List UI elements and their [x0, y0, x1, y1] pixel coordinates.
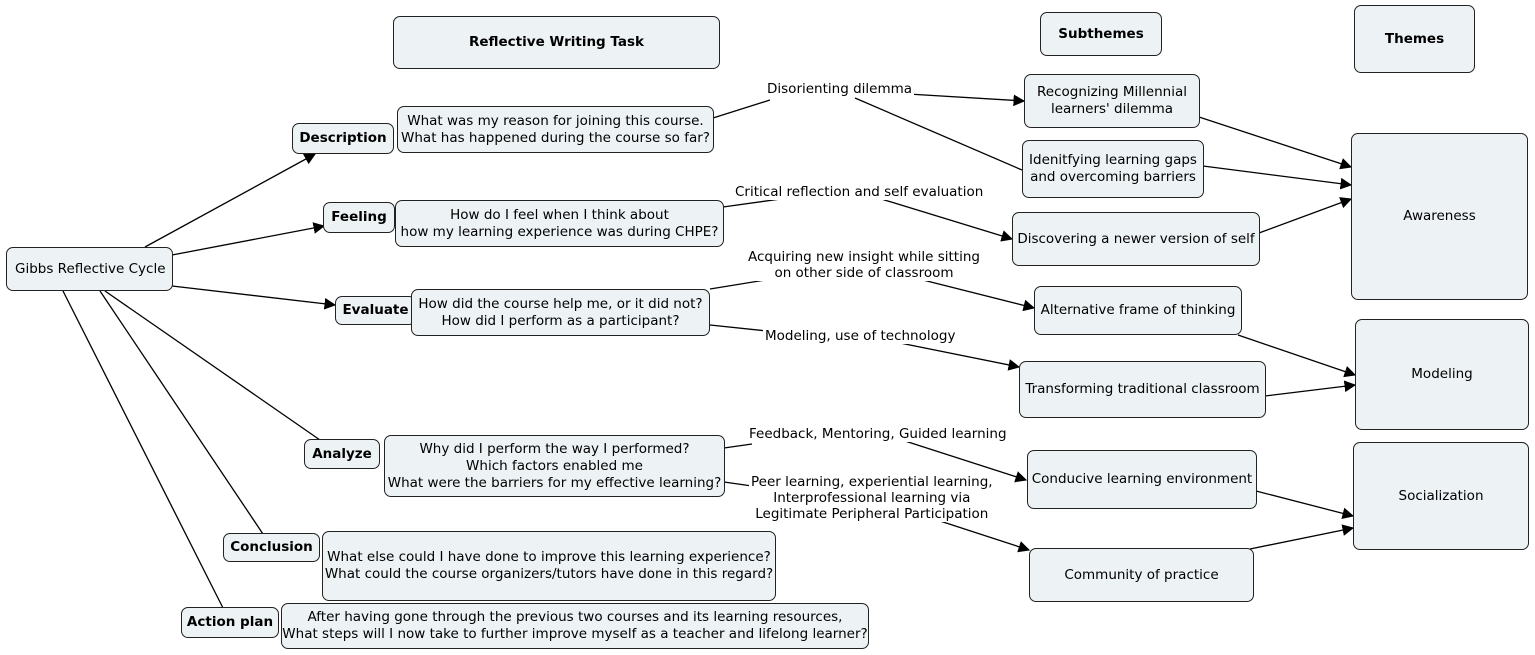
subtheme-newer-self: Discovering a newer version of self: [1012, 212, 1260, 266]
label-critical-reflection: Critical reflection and self evaluation: [733, 184, 986, 200]
edge-millennial-awareness: [1198, 116, 1353, 170]
edge-alt-modeling: [1237, 334, 1357, 378]
subtheme-learning-gaps: Idenitfying learning gaps and overcoming…: [1022, 140, 1204, 198]
edge-modeling-transform: [899, 342, 1021, 371]
edge-critical-newer: [877, 197, 1014, 242]
edge-root-conclusion: [99, 290, 264, 535]
edge-root-feeling: [171, 222, 326, 256]
edge-community-socialization: [1249, 524, 1355, 550]
edge-root-actionplan: [62, 290, 224, 609]
edge-peer-community: [939, 520, 1031, 553]
stage-action-plan: Action plan: [181, 607, 279, 638]
subtheme-transforming-classroom: Transforming traditional classroom: [1019, 361, 1266, 418]
edge-desc-label: [712, 99, 771, 119]
question-description: What was my reason for joining this cour…: [397, 106, 714, 153]
edge-disorienting-millennial: [907, 93, 1026, 107]
edge-analyze-feedback: [723, 443, 753, 449]
edge-gaps-awareness: [1202, 165, 1353, 190]
label-peer-learning: Peer learning, experiential learning, In…: [749, 474, 995, 522]
question-action-plan: After having gone through the previous t…: [281, 603, 869, 649]
subtheme-community-practice: Community of practice: [1029, 548, 1254, 602]
subtheme-millennial-dilemma: Recognizing Millennial learners' dilemma: [1024, 74, 1200, 128]
theme-modeling: Modeling: [1355, 319, 1529, 430]
stage-description: Description: [292, 123, 394, 154]
label-disorienting-dilemma: Disorienting dilemma: [765, 81, 915, 97]
question-evaluate: How did the course help me, or it did no…: [411, 289, 710, 336]
edge-disorienting-gaps: [854, 97, 1023, 171]
stage-conclusion: Conclusion: [223, 533, 320, 562]
edge-root-evaluate: [171, 285, 337, 310]
root-node: Gibbs Reflective Cycle: [6, 247, 173, 291]
theme-socialization: Socialization: [1353, 442, 1529, 550]
edge-insight-alt: [914, 277, 1036, 312]
edge-feedback-conducive: [904, 440, 1028, 483]
label-feedback-mentoring: Feedback, Mentoring, Guided learning: [747, 426, 1009, 442]
label-new-insight: Acquiring new insight while sitting on o…: [746, 249, 982, 281]
subtheme-conducive-environment: Conducive learning environment: [1027, 450, 1257, 509]
themes-header: Themes: [1354, 5, 1475, 73]
edge-conducive-socialization: [1255, 490, 1355, 520]
theme-awareness: Awareness: [1351, 133, 1528, 300]
label-modeling-technology: Modeling, use of technology: [763, 328, 958, 344]
subthemes-header: Subthemes: [1040, 12, 1162, 56]
question-conclusion: What else could I have done to improve t…: [322, 531, 776, 601]
edge-newer-awareness: [1258, 197, 1353, 234]
edge-root-description: [144, 153, 317, 248]
edge-root-analyze: [104, 290, 321, 441]
edge-eval-modeling: [709, 324, 768, 332]
stage-evaluate: Evaluate: [335, 296, 416, 325]
reflective-task-header: Reflective Writing Task: [393, 16, 720, 69]
subtheme-alternative-frame: Alternative frame of thinking: [1034, 286, 1242, 335]
stage-feeling: Feeling: [323, 202, 395, 233]
edge-analyze-peer: [723, 481, 753, 487]
question-feeling: How do I feel when I think about how my …: [395, 200, 724, 247]
stage-analyze: Analyze: [304, 439, 380, 469]
edge-transform-modeling: [1264, 380, 1357, 397]
question-analyze: Why did I perform the way I performed? W…: [384, 435, 725, 497]
